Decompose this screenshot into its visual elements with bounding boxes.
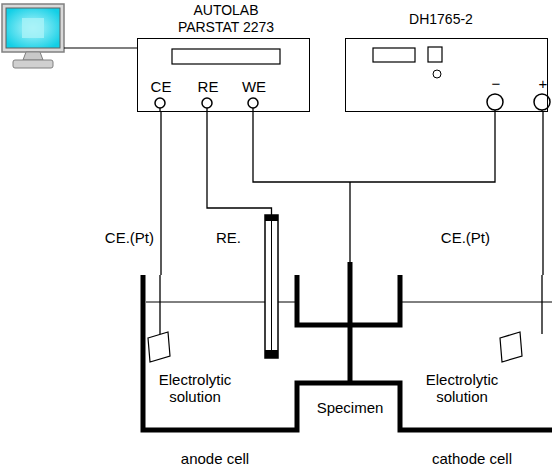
platinum-electrode [148, 332, 170, 362]
anode-cell: Electrolytic solutionanode cell [143, 275, 297, 468]
display-window [373, 48, 415, 62]
electrode-label: CE.(Pt) [420, 229, 490, 246]
specimen-label: Specimen [300, 399, 400, 416]
computer-monitor [2, 4, 64, 68]
cell-name: anode cell [145, 450, 285, 467]
cathode-cell: Electrolytic solution cathode cell [400, 275, 552, 468]
terminal-label: + [531, 75, 552, 92]
electrode-label: RE. [216, 229, 256, 246]
wire [542, 112, 543, 275]
terminal-label: − [484, 75, 508, 92]
data-cable [64, 47, 137, 48]
knob [433, 70, 441, 78]
display-window [172, 49, 280, 64]
solution-label: Electrolytic solution [139, 371, 251, 405]
terminal [155, 94, 550, 110]
instrument-name: DH1765-2 [381, 11, 501, 28]
cell-name: cathode cell [402, 450, 542, 467]
platinum-electrode [500, 332, 522, 362]
terminal-label: WE [239, 78, 269, 95]
instrument-name: AUTOLAB PARSTAT 2273 [164, 2, 288, 36]
terminal-label: RE [193, 78, 223, 95]
power-supply-box: DH1765-2−+ [345, 38, 548, 112]
electrode-label: CE.(Pt) [84, 229, 154, 246]
reference-electrode [265, 215, 278, 358]
terminal-label: CE [146, 78, 176, 95]
potentiostat-box: AUTOLAB PARSTAT 2273CEREWE [137, 38, 310, 112]
wire [160, 112, 161, 275]
solution-label: Electrolytic solution [406, 371, 518, 405]
switch [428, 47, 442, 62]
